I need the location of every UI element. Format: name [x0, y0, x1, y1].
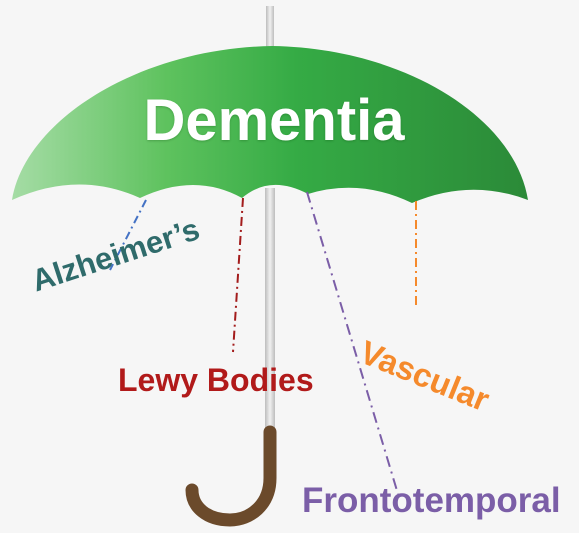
umbrella-handle — [192, 432, 270, 520]
diagram-title: Dementia — [0, 92, 548, 150]
frontotemporal-label: Frontotemporal — [302, 483, 561, 518]
lewy-bodies-label: Lewy Bodies — [118, 364, 314, 396]
lewy-connector-line — [233, 198, 243, 352]
